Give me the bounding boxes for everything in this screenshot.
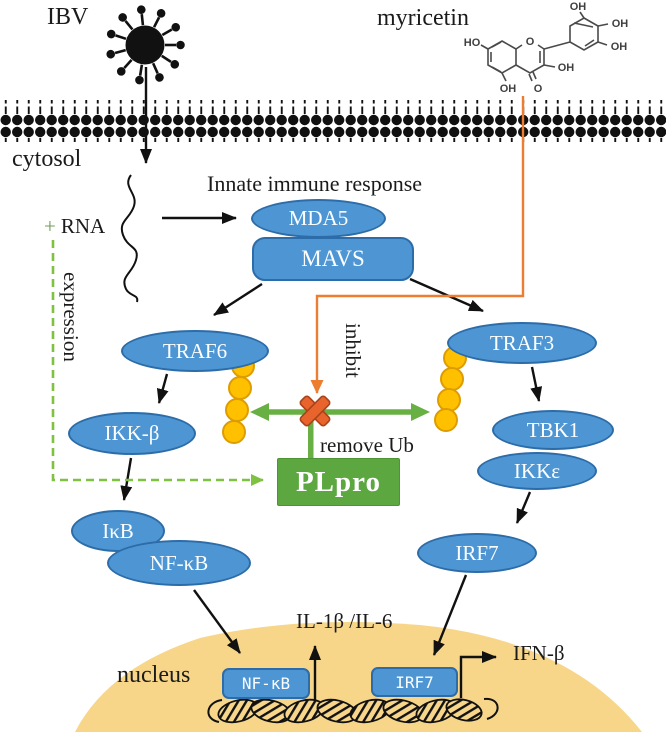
arrow-traf3-to-tbk1 bbox=[530, 366, 543, 402]
node-traf6: TRAF6 bbox=[121, 330, 269, 372]
node-mavs: MAVS bbox=[252, 237, 414, 281]
atom-label: O bbox=[534, 83, 543, 95]
node-ikk-epsilon: IKKε bbox=[477, 452, 597, 490]
ibv-label: IBV bbox=[47, 4, 89, 30]
innate-response-label: Innate immune response bbox=[207, 171, 423, 196]
il-cytokines-label: IL-1β /IL-6 bbox=[296, 609, 393, 633]
remove-ub-label: remove Ub bbox=[320, 433, 414, 457]
node-nfkb-label: NF-κB bbox=[149, 550, 209, 575]
virus-icon bbox=[104, 3, 187, 87]
node-traf6-label: TRAF6 bbox=[162, 338, 228, 363]
atom-label: O bbox=[526, 36, 535, 48]
node-tbk1: TBK1 bbox=[492, 410, 614, 450]
myricetin-label: myricetin bbox=[377, 5, 469, 31]
atom-label: OH bbox=[558, 62, 575, 74]
arrow-nfkb-to-gene bbox=[193, 589, 241, 654]
nucleus-label: nucleus bbox=[117, 662, 191, 688]
node-traf3: TRAF3 bbox=[447, 322, 597, 364]
node-irf7: IRF7 bbox=[417, 533, 537, 573]
gene-box-irf7: IRF7 bbox=[371, 667, 458, 697]
gene-box-irf7-label: IRF7 bbox=[395, 672, 434, 692]
arrow-mavs-to-traf6 bbox=[213, 282, 263, 317]
node-plpro-label: PLpro bbox=[295, 465, 382, 498]
inhibit-label: inhibit bbox=[341, 323, 366, 378]
arrow-irf7-to-gene bbox=[432, 574, 468, 656]
inhibit-line bbox=[310, 96, 525, 394]
node-mavs-label: MAVS bbox=[301, 246, 365, 271]
arrow-traf6-to-ikkb bbox=[156, 373, 169, 404]
gene-box-nfkb: NF-κB bbox=[222, 668, 310, 699]
node-ikk-beta-label: IKK-β bbox=[104, 421, 160, 445]
gene-box-nfkb-label: NF-κB bbox=[241, 674, 291, 693]
arrow-ikke-to-irf7 bbox=[515, 491, 532, 524]
inhibit-cross-icon bbox=[299, 395, 331, 427]
atom-label: OH bbox=[611, 41, 628, 53]
node-plpro: PLpro bbox=[277, 458, 400, 506]
node-mda5-label: MDA5 bbox=[288, 206, 349, 230]
rna-text: RNA bbox=[60, 214, 106, 238]
node-irf7-label: IRF7 bbox=[455, 540, 499, 565]
atom-label: OH bbox=[570, 1, 587, 13]
node-ikb-label: IκB bbox=[102, 518, 134, 543]
plus-sign: + bbox=[44, 214, 56, 238]
atom-label: OH bbox=[500, 83, 517, 95]
cell-membrane bbox=[0, 100, 666, 142]
arrow-ifn-transcription bbox=[459, 651, 497, 698]
node-mda5: MDA5 bbox=[251, 199, 386, 238]
rna-expression-label: +RNA bbox=[44, 215, 105, 237]
node-tbk1-label: TBK1 bbox=[526, 417, 580, 442]
atom-label: HO bbox=[464, 37, 481, 49]
rna-squiggle-icon bbox=[120, 174, 139, 303]
expression-label: expression bbox=[59, 272, 84, 362]
plpro-connector bbox=[308, 412, 314, 459]
node-nfkb: NF-κB bbox=[107, 540, 251, 586]
myricetin-structure-icon: HO O OH OH OH OH OH O bbox=[464, 1, 629, 95]
ub-chain-traf3 bbox=[434, 346, 467, 432]
cytosol-label: cytosol bbox=[12, 146, 82, 172]
node-ikk-epsilon-label: IKKε bbox=[513, 458, 561, 483]
node-traf3-label: TRAF3 bbox=[489, 330, 555, 355]
atom-label: OH bbox=[612, 18, 629, 30]
dna-helix-icon bbox=[207, 697, 499, 724]
node-ikk-beta: IKK-β bbox=[68, 412, 196, 455]
expression-dashed-arrow bbox=[51, 240, 264, 486]
ifn-label: IFN-β bbox=[513, 641, 565, 665]
remove-ub-arrow bbox=[250, 403, 430, 459]
nucleus-shape bbox=[75, 621, 642, 732]
